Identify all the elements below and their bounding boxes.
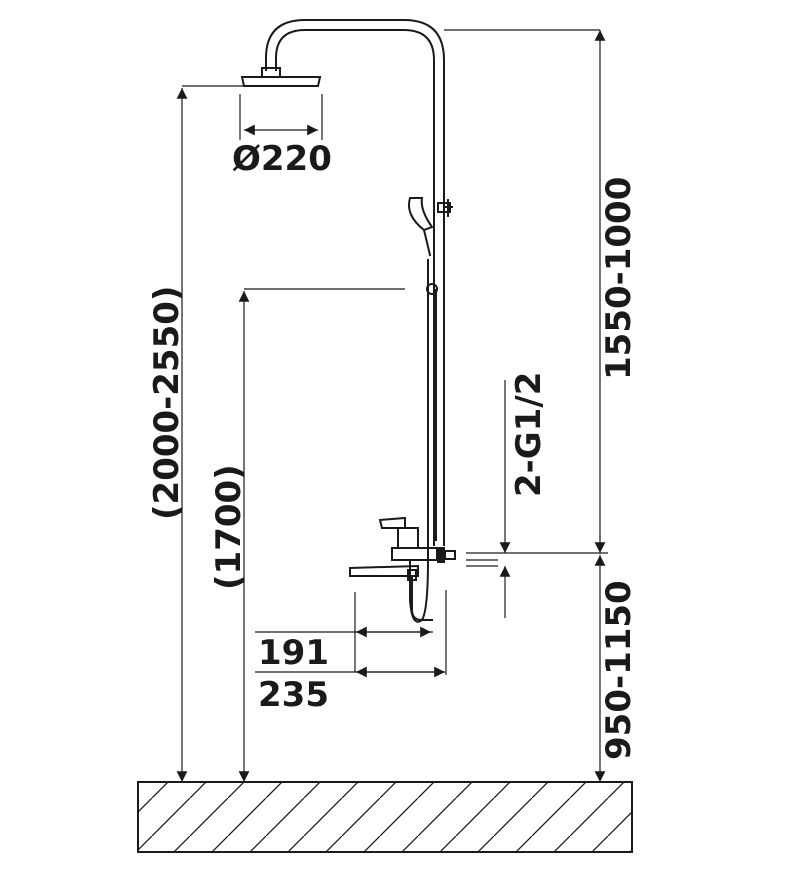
mixer-height-label: 950-1150 [599,580,639,760]
overhead-shower-head [182,67,323,140]
spout-235-label: 235 [258,675,329,715]
hand-shower [244,197,453,295]
spout-191-label: 191 [258,633,329,673]
shower-hose [409,259,437,623]
floor-hatch [137,781,633,853]
shower-head-diameter-label: Ø220 [232,139,332,179]
reference-height-label: (1700) [209,464,249,590]
total-height-label: (2000-2550) [147,286,187,520]
connection-label: 2-G1/2 [509,372,549,497]
dimension-lines [176,29,606,782]
mixer-valve [349,516,456,621]
connection-marks [466,380,608,618]
shower-riser [265,19,600,546]
upper-adjust-label: 1550-1000 [599,177,639,380]
